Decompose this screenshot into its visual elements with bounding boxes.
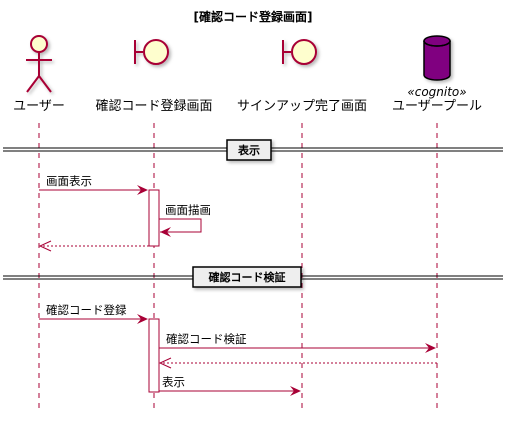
participant-user: ユーザー [13,35,65,114]
message-label: 画面表示 [46,174,92,188]
divider-label: 表示 [237,143,260,157]
participant-label-signup: サインアップ完了画面 [237,99,367,114]
message-label: 確認コード検証 [166,332,247,346]
participant-label-user: ユーザー [13,99,65,114]
divider-verify: 確認コード検証 [3,266,503,288]
activation-bar [148,189,160,247]
message-label: 表示 [162,375,185,389]
participant-pool: «cognito» ユーザープール [392,35,482,114]
boundary-icon [282,39,317,65]
message-return [38,240,149,252]
database-icon [423,35,451,81]
actor-icon [26,35,52,93]
participant-label-confirm: 確認コード登録画面 [95,98,212,114]
message-show-screen: 画面表示 [39,174,148,195]
message-display: 表示 [159,375,301,396]
divider-display: 表示 [3,139,503,161]
participant-stereotype-pool: «cognito» [407,85,466,99]
message-verify-code: 確認コード検証 [159,332,436,353]
lifelines [38,123,438,410]
message-label: 確認コード登録 [46,303,127,317]
message-verify-return [158,357,437,369]
boundary-icon [134,39,169,65]
divider-label: 確認コード検証 [209,270,286,284]
activation-bar [148,318,160,393]
diagram-title: [確認コード登録画面] [194,9,313,24]
participant-confirm: 確認コード登録画面 [95,39,213,114]
participant-label-pool: ユーザープール [392,99,482,114]
participant-signup: サインアップ完了画面 [237,39,367,114]
message-register-code: 確認コード登録 [39,303,148,324]
message-label: 画面描画 [165,203,211,217]
message-render-screen: 画面描画 [159,203,211,237]
